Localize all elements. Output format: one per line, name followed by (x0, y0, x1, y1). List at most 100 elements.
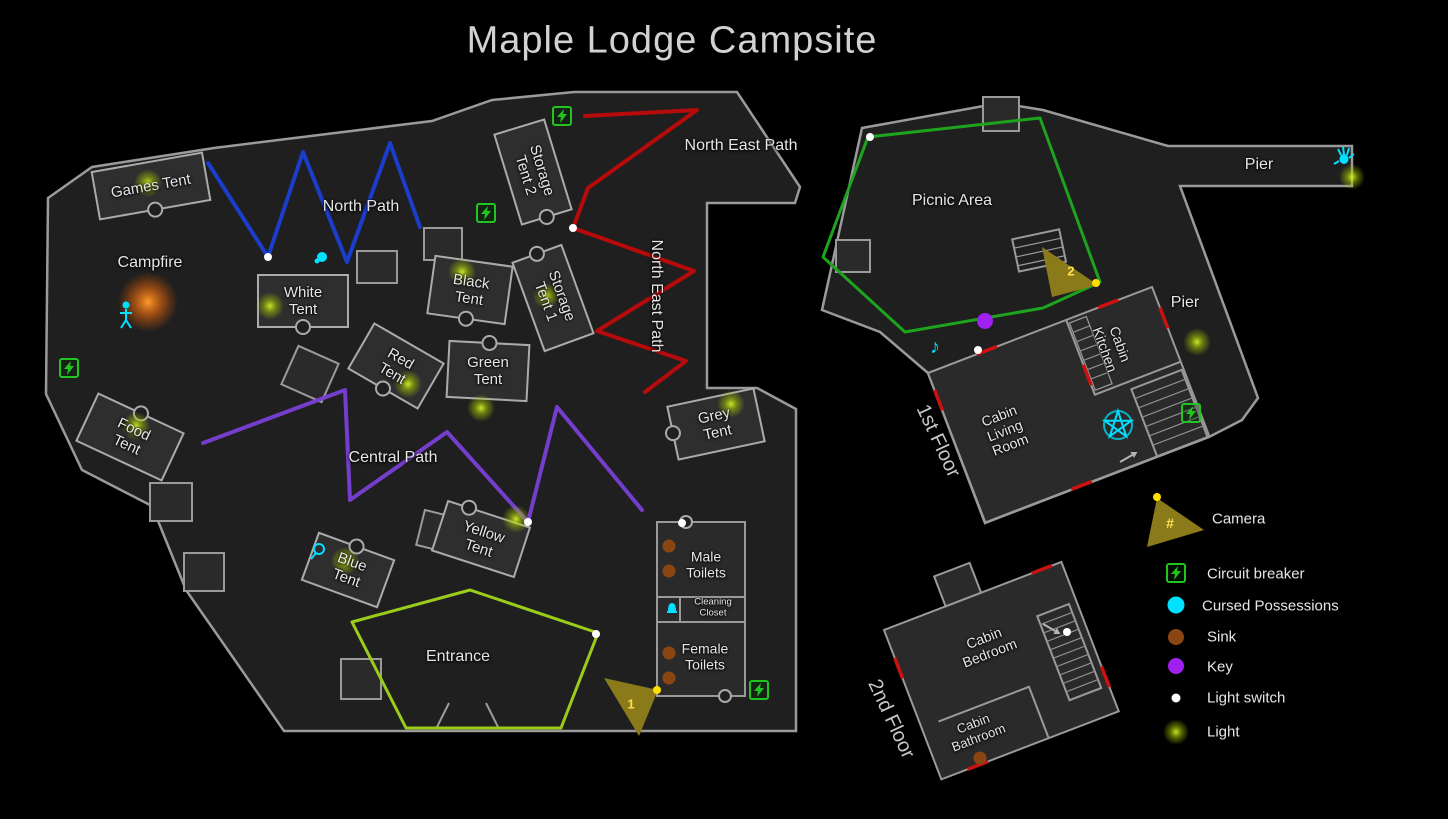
kitchen-counter (1068, 315, 1113, 391)
circuit-breaker-icon (59, 358, 79, 378)
legend-light-glow (1163, 719, 1189, 745)
light-switch-dot (974, 346, 982, 354)
male-toilets-label: Male Toilets (686, 548, 726, 580)
female-toilets-label: Female Toilets (681, 640, 729, 672)
light-glow (134, 169, 162, 197)
central-path-line (201, 388, 644, 524)
central-path-label: Central Path (348, 449, 438, 467)
light-glow (1183, 328, 1211, 356)
legend-circuit-breaker-label: Circuit breaker (1207, 565, 1305, 583)
music-note-icon: ♪ (930, 336, 940, 358)
light-switch-dot (678, 519, 686, 527)
sink-dot (662, 646, 676, 660)
entrance-outline (350, 588, 600, 730)
legend-key-dot (1168, 658, 1184, 674)
shed (423, 227, 463, 261)
light-switch-dot (524, 518, 532, 526)
summoning-circle-icon (1101, 407, 1135, 440)
north-path-line (206, 141, 422, 264)
cabin-first-floor (926, 285, 1211, 524)
light-glow (717, 390, 745, 418)
light-switch-dot (866, 133, 874, 141)
north-path-label: North Path (322, 198, 400, 216)
circuit-breaker-icon (749, 680, 769, 700)
camera-cone (604, 678, 658, 736)
light-glow (256, 292, 284, 320)
light-glow (394, 370, 422, 398)
north-east-path-line (571, 108, 699, 394)
legend-cursed-possessions-label: Cursed Possessions (1202, 597, 1339, 615)
gate-tick (436, 702, 450, 728)
shed (356, 250, 398, 284)
door-marker (1099, 665, 1112, 688)
light-glow (502, 505, 530, 533)
person-icon (120, 301, 132, 329)
campfire-label: Campfire (117, 254, 183, 272)
sink-dot (973, 751, 987, 765)
shed (835, 239, 871, 273)
key-dot (977, 313, 993, 329)
shed (183, 552, 225, 592)
camera-position-dot (653, 686, 661, 694)
circuit-breaker-icon (552, 106, 572, 126)
legend-camera-dot (1153, 493, 1161, 501)
legend-key-label: Key (1207, 658, 1233, 676)
legend-circuit-breaker-icon (1166, 563, 1186, 583)
picnic-outline (821, 116, 1102, 334)
door-marker (1030, 563, 1053, 576)
door-marker (1070, 479, 1093, 492)
legend-light-switch-dot (1171, 693, 1181, 703)
pier-north-label: Pier (1244, 156, 1274, 174)
cabin-second-floor (882, 560, 1121, 781)
shed (149, 482, 193, 522)
legend-sink-label: Sink (1207, 628, 1237, 646)
cleaning-closet-label: Cleaning Closet (694, 596, 732, 618)
light-glow (533, 283, 559, 309)
tent-storage-2 (493, 118, 573, 226)
legend-camera-icon (1147, 498, 1204, 547)
camera-position-dot (1092, 279, 1100, 287)
door-marker (1081, 364, 1093, 386)
camera-2-number: 2 (1067, 263, 1075, 279)
bell-icon (667, 603, 677, 613)
north-east-path-label-vertical: North East Path (647, 239, 665, 353)
stairs-arrow-icon (1119, 451, 1138, 463)
magnifier-icon (310, 543, 325, 560)
monkey-paw-icon (1333, 146, 1355, 165)
sink-dot (662, 539, 676, 553)
light-glow (1339, 164, 1365, 190)
door-marker (1097, 298, 1120, 310)
light-switch-dot (1063, 628, 1071, 636)
door-marker (966, 759, 989, 771)
light-switch-dot (569, 224, 577, 232)
mitten-icon (314, 252, 327, 264)
legend-camera-label: Camera (1212, 510, 1266, 528)
main-grounds (44, 90, 802, 733)
camera-1-number: 1 (627, 696, 635, 712)
white-tent-label: White Tent (283, 284, 323, 318)
shed (982, 96, 1020, 132)
shed (932, 561, 983, 608)
map-title: Maple Lodge Campsite (466, 19, 878, 62)
picnic-area-label: Picnic Area (911, 192, 993, 210)
door-marker (932, 389, 944, 411)
legend-sink-dot (1168, 629, 1184, 645)
circuit-breaker-icon (1181, 403, 1201, 423)
light-switch-dot (264, 253, 272, 261)
gate-tick (485, 702, 499, 728)
entrance-label: Entrance (425, 648, 491, 666)
sink-dot (662, 564, 676, 578)
circuit-breaker-icon (476, 203, 496, 223)
legend-light-label: Light (1207, 723, 1240, 741)
door-marker (1158, 306, 1170, 329)
legend-light-switch-label: Light switch (1207, 689, 1286, 707)
light-glow (331, 547, 359, 575)
green-tent-label: Green Tent (467, 354, 509, 388)
legend-cursed-dot (1167, 596, 1185, 614)
light-glow (467, 394, 495, 422)
pier-east-label: Pier (1170, 294, 1200, 312)
shed (280, 344, 340, 404)
campfire-gl+ow (118, 272, 178, 332)
